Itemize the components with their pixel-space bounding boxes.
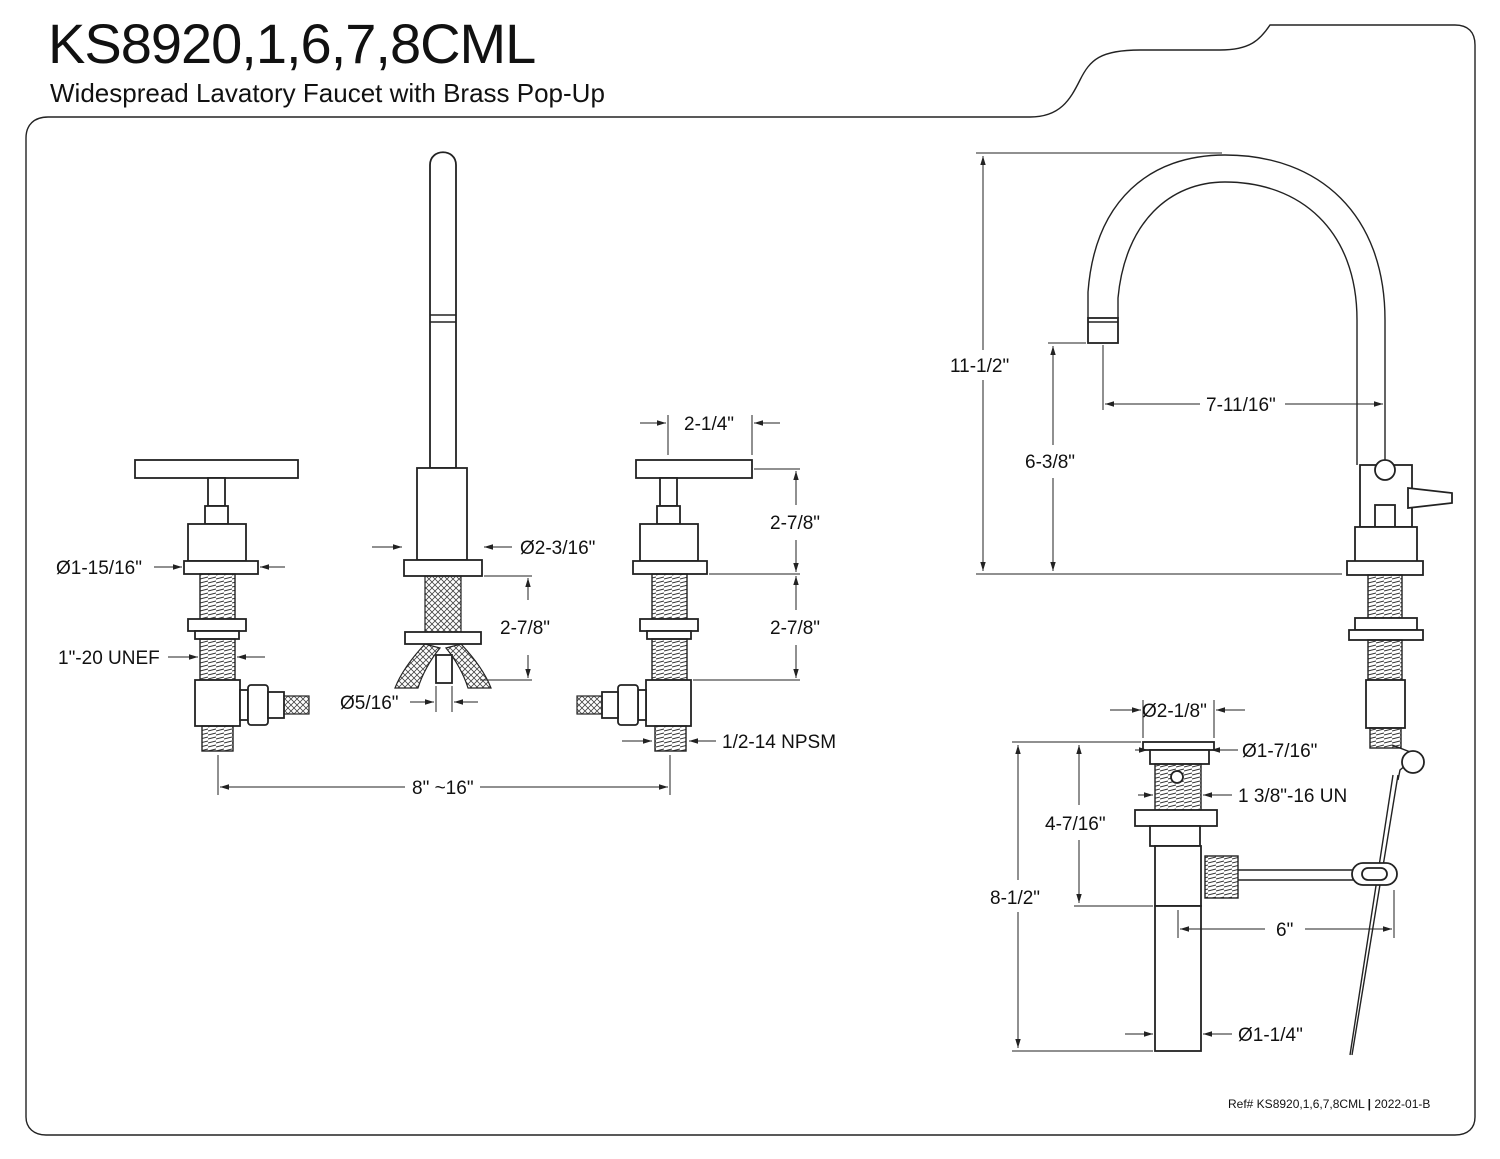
right-handle-valve bbox=[576, 459, 753, 752]
dim-drain-body-thread: 1 3/8"-16 UN bbox=[1238, 786, 1347, 807]
reference-number: Ref# KS8920,1,6,7,8CML | 2022-01-B bbox=[1228, 1097, 1430, 1111]
dim-valve-outlet-thread: 1/2-14 NPSM bbox=[722, 732, 836, 753]
dim-handle-width: 2-1/4" bbox=[684, 414, 734, 435]
dim-handle-shank-length: 2-7/8" bbox=[770, 618, 820, 639]
dim-spout-height: 11-1/2" bbox=[950, 356, 1009, 377]
left-handle-valve bbox=[134, 459, 310, 752]
dim-spout-base-dia: Ø2-3/16" bbox=[520, 538, 595, 559]
dim-handle-flange-dia: Ø1-15/16" bbox=[56, 558, 142, 579]
pop-up-drain bbox=[1134, 741, 1398, 1052]
dim-handle-height: 2-7/8" bbox=[770, 513, 820, 534]
dim-spout-shank-length: 2-7/8" bbox=[500, 618, 550, 639]
spout-front-view bbox=[394, 151, 492, 689]
dim-center-spread: 8" ~16" bbox=[412, 778, 474, 799]
dim-drain-flange-dia: Ø1-7/16" bbox=[1242, 741, 1317, 762]
page-title: KS8920,1,6,7,8CML bbox=[48, 12, 536, 75]
dim-spout-reach: 7-11/16" bbox=[1206, 395, 1276, 416]
ref-number-text: Ref# KS8920,1,6,7,8CML bbox=[1228, 1097, 1365, 1111]
faucet-side-view bbox=[1087, 154, 1453, 1056]
dim-hose-dia: Ø5/16" bbox=[340, 693, 399, 714]
drawing-frame bbox=[25, 24, 1476, 1136]
dim-handle-thread: 1"-20 UNEF bbox=[58, 648, 160, 669]
ref-revision: 2022-01-B bbox=[1374, 1097, 1431, 1111]
dim-aerator-height: 6-3/8" bbox=[1025, 452, 1075, 473]
dim-pivot-rod-length: 6" bbox=[1276, 920, 1293, 941]
page-subtitle: Widespread Lavatory Faucet with Brass Po… bbox=[50, 78, 605, 108]
dim-tailpiece-dia: Ø1-1/4" bbox=[1238, 1025, 1303, 1046]
ref-separator: | bbox=[1367, 1097, 1372, 1111]
dim-drain-top-dia: Ø2-1/8" bbox=[1142, 701, 1207, 722]
dim-drain-body-length: 4-7/16" bbox=[1045, 814, 1106, 835]
dim-drain-total-length: 8-1/2" bbox=[990, 888, 1040, 909]
